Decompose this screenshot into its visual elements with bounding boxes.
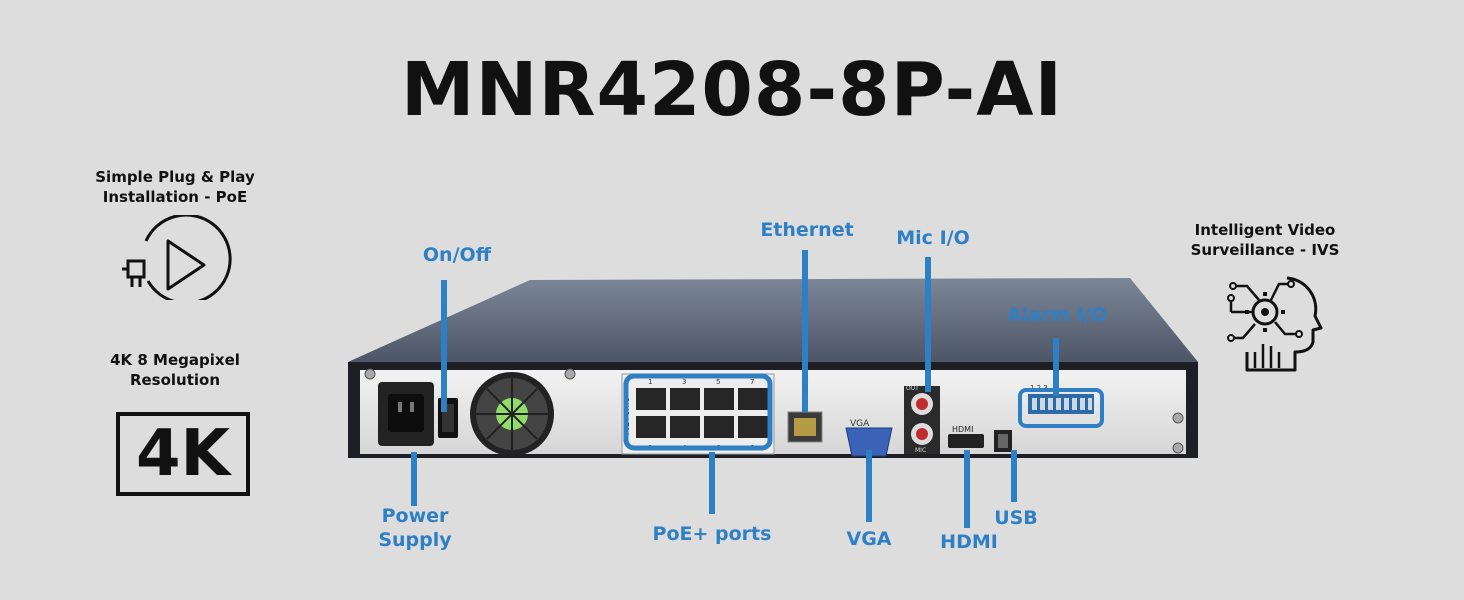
label-alarm-io: Alarm I/O bbox=[1007, 304, 1107, 326]
feature-plug-play: Simple Plug & Play Installation - PoE bbox=[90, 167, 260, 207]
power-supply-line bbox=[411, 452, 417, 506]
poe-ports-line bbox=[709, 452, 715, 514]
poe-port-block bbox=[621, 373, 775, 455]
nvr-device: PoE PORTS 1 3 5 7 2 4 6 8 VGA OUT MIC HD… bbox=[348, 278, 1198, 458]
port-top-7: 7 bbox=[750, 378, 754, 386]
vga-line bbox=[866, 450, 872, 522]
hdmi-port bbox=[948, 434, 984, 448]
port-top-3: 3 bbox=[682, 378, 686, 386]
usb-line bbox=[1011, 450, 1017, 502]
feature-resolution-line2: Resolution bbox=[129, 371, 221, 389]
device-top bbox=[348, 278, 1198, 362]
label-power-supply-line2: Supply bbox=[378, 529, 452, 551]
ai-head-icon bbox=[1227, 276, 1323, 372]
vga-port bbox=[845, 427, 893, 457]
label-mic-io: Mic I/O bbox=[896, 227, 970, 249]
feature-ivs-line1: Intelligent Video bbox=[1194, 221, 1336, 239]
ethernet-line bbox=[802, 250, 808, 412]
vga-text: VGA bbox=[850, 419, 870, 429]
label-usb: USB bbox=[994, 507, 1038, 529]
alarm-io-line bbox=[1053, 338, 1059, 396]
ethernet-port bbox=[787, 411, 823, 443]
mic-text: MIC bbox=[915, 447, 926, 454]
on-off-line bbox=[441, 280, 447, 412]
page-title: MNR4208-8P-AI bbox=[400, 47, 1064, 133]
label-poe-ports: PoE+ ports bbox=[652, 523, 772, 545]
port-top-5: 5 bbox=[716, 378, 720, 386]
out-text: OUT bbox=[906, 385, 919, 392]
label-power-supply-line1: Power bbox=[381, 505, 449, 527]
4k-badge-icon: 4K bbox=[116, 412, 250, 496]
label-vga: VGA bbox=[846, 528, 892, 550]
feature-plug-play-line1: Simple Plug & Play bbox=[95, 168, 255, 186]
hdmi-line bbox=[964, 450, 970, 528]
feature-ivs: Intelligent Video Surveillance - IVS bbox=[1180, 220, 1350, 260]
label-ethernet: Ethernet bbox=[760, 219, 854, 241]
plug-play-icon bbox=[122, 215, 232, 300]
mic-io-line bbox=[925, 257, 931, 392]
hdmi-text: HDMI bbox=[952, 425, 973, 434]
feature-ivs-line2: Surveillance - IVS bbox=[1190, 241, 1340, 259]
feature-resolution-line1: 4K 8 Megapixel bbox=[110, 351, 240, 369]
label-power-supply: Power Supply bbox=[360, 504, 470, 552]
port-top-1: 1 bbox=[648, 378, 652, 386]
label-on-off: On/Off bbox=[422, 244, 492, 266]
feature-resolution: 4K 8 Megapixel Resolution bbox=[90, 350, 260, 390]
alarm-highlight bbox=[1018, 388, 1104, 428]
label-hdmi: HDMI bbox=[940, 531, 998, 553]
poe-highlight bbox=[623, 373, 773, 451]
feature-plug-play-line2: Installation - PoE bbox=[102, 188, 248, 206]
